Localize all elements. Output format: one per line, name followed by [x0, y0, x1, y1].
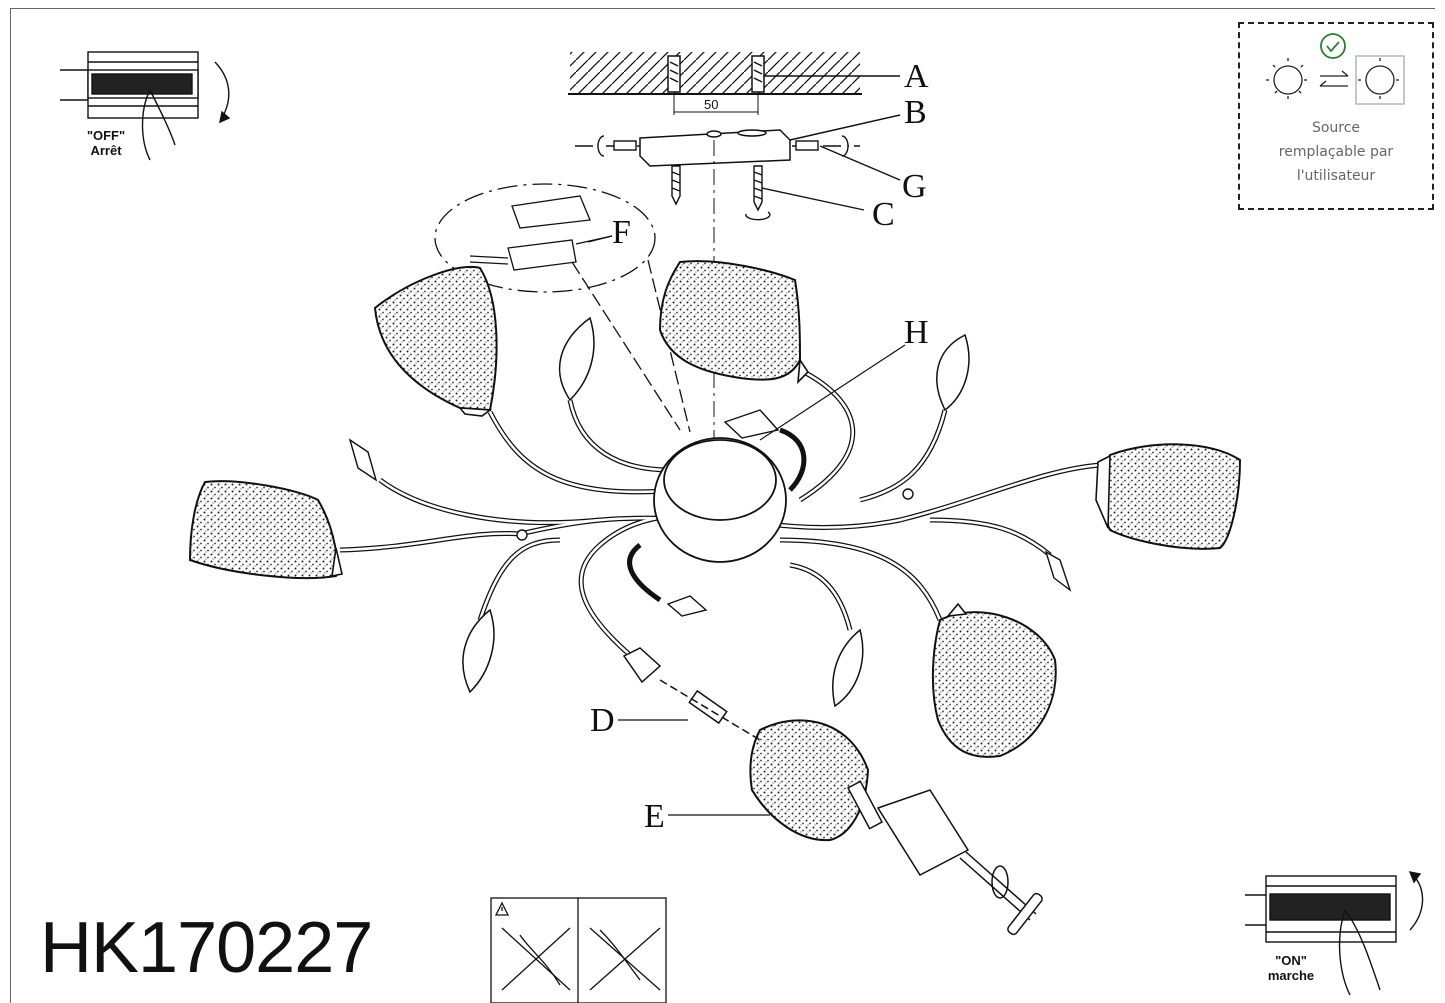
- ceiling: [568, 52, 862, 95]
- warning-panel: [490, 897, 667, 1003]
- part-label-b: B: [904, 94, 927, 131]
- leader-lines: [587, 235, 906, 816]
- circuit-breaker-off-icon: [60, 51, 231, 161]
- part-label-d: D: [590, 702, 615, 739]
- decorative-leaves: [462, 316, 970, 708]
- wall-plug-a: [667, 55, 900, 93]
- page-frame: [10, 8, 1435, 1003]
- bulb-d: [622, 647, 761, 741]
- replaceable-source-box: Source remplaçable par l'utilisateur: [1238, 22, 1434, 210]
- model-number: HK170227: [40, 908, 373, 988]
- replaceable-source-line3: l'utilisateur: [1296, 168, 1376, 184]
- power-on-line1: "ON": [1275, 953, 1307, 968]
- screw-c: [671, 165, 865, 221]
- screw-g: [597, 135, 901, 181]
- dimension-value: 50: [704, 97, 719, 112]
- bulb-tool: [847, 780, 1043, 936]
- circuit-breaker-on-icon: [1245, 871, 1424, 996]
- replaceable-source-line1: Source: [1311, 120, 1361, 136]
- power-on-line2: marche: [1267, 968, 1315, 983]
- power-on-label: "ON" marche: [1262, 953, 1320, 983]
- part-label-g: G: [902, 168, 927, 205]
- part-label-a: A: [904, 58, 929, 95]
- power-off-label: "OFF" Arrêt: [78, 128, 134, 158]
- bulb-replace-icon: [1266, 55, 1405, 105]
- replaceable-source-text: Source remplaçable par l'utilisateur: [1240, 116, 1432, 188]
- part-label-f: F: [612, 214, 631, 251]
- glass-shades: [188, 260, 1242, 842]
- part-label-h: H: [904, 314, 929, 351]
- crystal-drops: [348, 409, 1072, 617]
- dimension-line: [673, 94, 759, 115]
- checkmark-icon: [1320, 33, 1346, 59]
- terminal-block-detail-f: [434, 183, 691, 433]
- power-off-line1: "OFF": [86, 128, 126, 143]
- canopy: [653, 437, 787, 563]
- replaceable-source-line2: remplaçable par: [1278, 144, 1394, 160]
- part-label-c: C: [872, 196, 895, 233]
- power-off-line2: Arrêt: [90, 143, 122, 158]
- part-label-e: E: [644, 798, 665, 835]
